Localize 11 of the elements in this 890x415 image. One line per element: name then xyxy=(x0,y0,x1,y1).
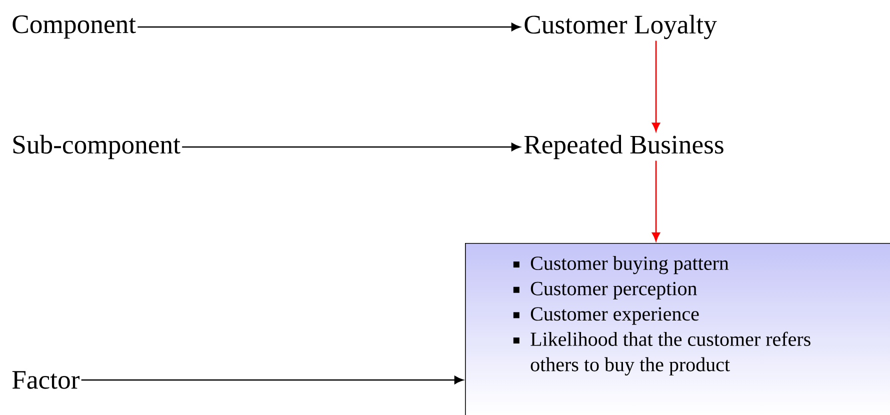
arrow xyxy=(652,40,660,132)
arrow xyxy=(182,142,520,152)
label-text: Repeated Business xyxy=(524,134,724,160)
label-text: Sub-component xyxy=(13,134,180,160)
arrow xyxy=(652,160,660,242)
list-box: Customer buying pattern Customer perception Customer experience Likelihood that the customer refers others to buy the product xyxy=(465,243,890,415)
arrow xyxy=(138,22,520,32)
label-text: Customer Loyalty xyxy=(524,14,717,40)
label-text: Factor xyxy=(12,371,80,389)
arrow xyxy=(81,376,464,384)
label-text: Component xyxy=(12,15,136,39)
